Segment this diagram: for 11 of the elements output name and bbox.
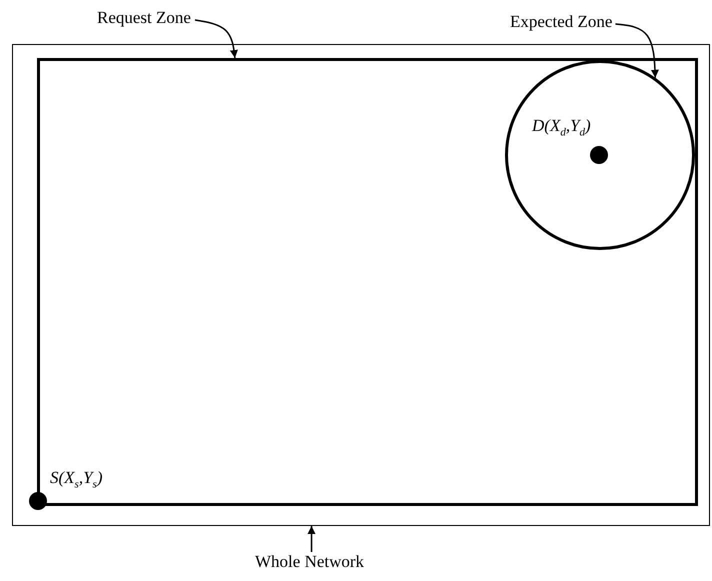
point-label: D(X$_{d}$,Y$_{d}$) <box>532 116 591 140</box>
point-label: S(X$_{s}$,Y$_{s}$) <box>50 468 102 492</box>
zone-label: Whole Network <box>255 552 364 572</box>
arrow <box>194 19 238 58</box>
zone-label: Expected Zone <box>510 12 612 32</box>
zone-label: Request Zone <box>97 8 191 28</box>
arrow <box>615 23 659 78</box>
arrow <box>308 526 316 552</box>
node-point <box>29 492 47 510</box>
zone-circle <box>505 60 695 250</box>
node-point <box>590 146 608 164</box>
